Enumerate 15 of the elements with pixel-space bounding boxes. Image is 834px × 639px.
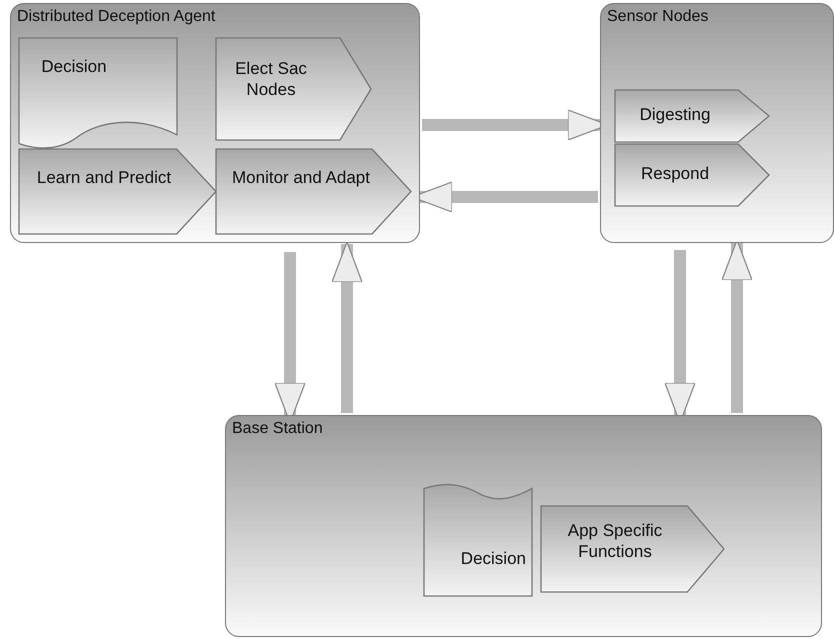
node-label: Decision	[460, 548, 526, 570]
panel-title: Sensor Nodes	[607, 8, 708, 26]
node-label: Learn and Predict	[36, 167, 172, 188]
block-arrow	[331, 241, 363, 413]
panel-title: Distributed Deception Agent	[17, 8, 216, 26]
group-panel	[10, 3, 420, 243]
node-label: Monitor and Adapt	[231, 167, 371, 188]
node-label: Decision	[40, 56, 108, 78]
node-label: Respond	[640, 163, 710, 184]
panel-title: Base Station	[232, 420, 323, 438]
node-label: Digesting	[638, 104, 712, 126]
node-label: App Specific Functions	[566, 520, 664, 562]
node-label: Elect Sac Nodes	[234, 58, 308, 100]
group-panel	[225, 415, 822, 637]
group-panel	[600, 3, 834, 243]
